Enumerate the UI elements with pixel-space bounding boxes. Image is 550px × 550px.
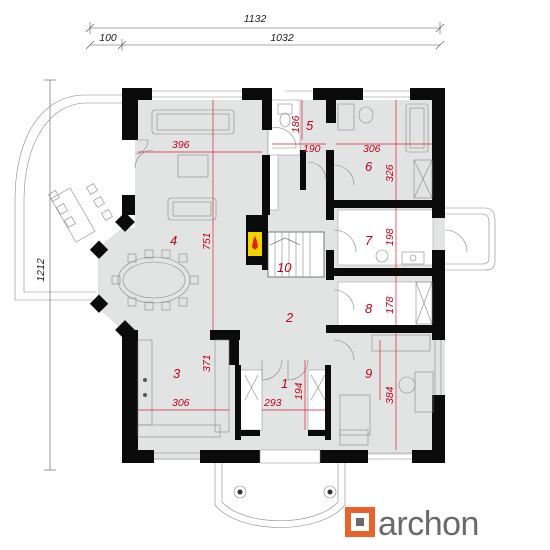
room-4-depth: 751 — [201, 232, 213, 250]
room-7-depth: 198 — [384, 228, 396, 246]
room-5-width: 186 — [290, 115, 302, 133]
side-entrance — [444, 207, 496, 271]
windows — [152, 90, 442, 460]
room-8-depth: 178 — [384, 296, 396, 314]
overall-width-label: 1132 — [244, 13, 267, 25]
living-room-furniture — [111, 109, 235, 311]
room-7-fixtures — [333, 229, 425, 265]
room-5-depth: 190 — [303, 143, 321, 155]
terrace — [14, 94, 122, 301]
room-number-10: 10 — [277, 260, 292, 275]
room-4-width: 396 — [172, 139, 190, 151]
room-6-width: 306 — [363, 143, 381, 155]
room-1-width: 293 — [263, 397, 282, 409]
room-6-depth: 326 — [384, 164, 396, 182]
archon-logo-text: archon — [378, 505, 479, 543]
kitchen-fixtures — [137, 339, 230, 438]
room-8-fixtures — [333, 281, 433, 325]
room-dimension-lines — [138, 100, 432, 450]
hall-fixtures — [244, 161, 327, 401]
fireplace — [246, 215, 264, 265]
room-number-4: 4 — [170, 233, 177, 248]
bathroom-fixtures — [271, 103, 433, 199]
room-number-3: 3 — [173, 366, 181, 381]
dining-chairs — [111, 249, 199, 311]
main-width-label: 1032 — [270, 32, 294, 44]
dimension-lines — [44, 22, 445, 471]
room-number-2: 2 — [285, 310, 294, 325]
terrace-table — [48, 183, 113, 243]
interior-floor — [98, 99, 445, 460]
room-9-depth: 384 — [384, 386, 396, 404]
entrance-porch — [214, 449, 346, 528]
room-number-6: 6 — [365, 159, 373, 174]
room-3-depth: 371 — [201, 354, 213, 372]
room-number-7: 7 — [365, 233, 373, 248]
room-number-9: 9 — [365, 366, 372, 381]
room-number-5: 5 — [306, 118, 314, 133]
overall-depth-label: 1212 — [35, 258, 47, 282]
archon-logo-mark — [345, 507, 375, 537]
stairs — [267, 231, 325, 278]
room-number-8: 8 — [365, 301, 373, 316]
left-offset-label: 100 — [99, 32, 117, 44]
room-1-depth: 194 — [293, 382, 305, 400]
walls — [89, 88, 445, 463]
room-9-furniture — [333, 334, 434, 446]
room-number-1: 1 — [281, 376, 288, 391]
archon-logo: archon — [345, 505, 479, 543]
room-3-width: 306 — [172, 397, 190, 409]
